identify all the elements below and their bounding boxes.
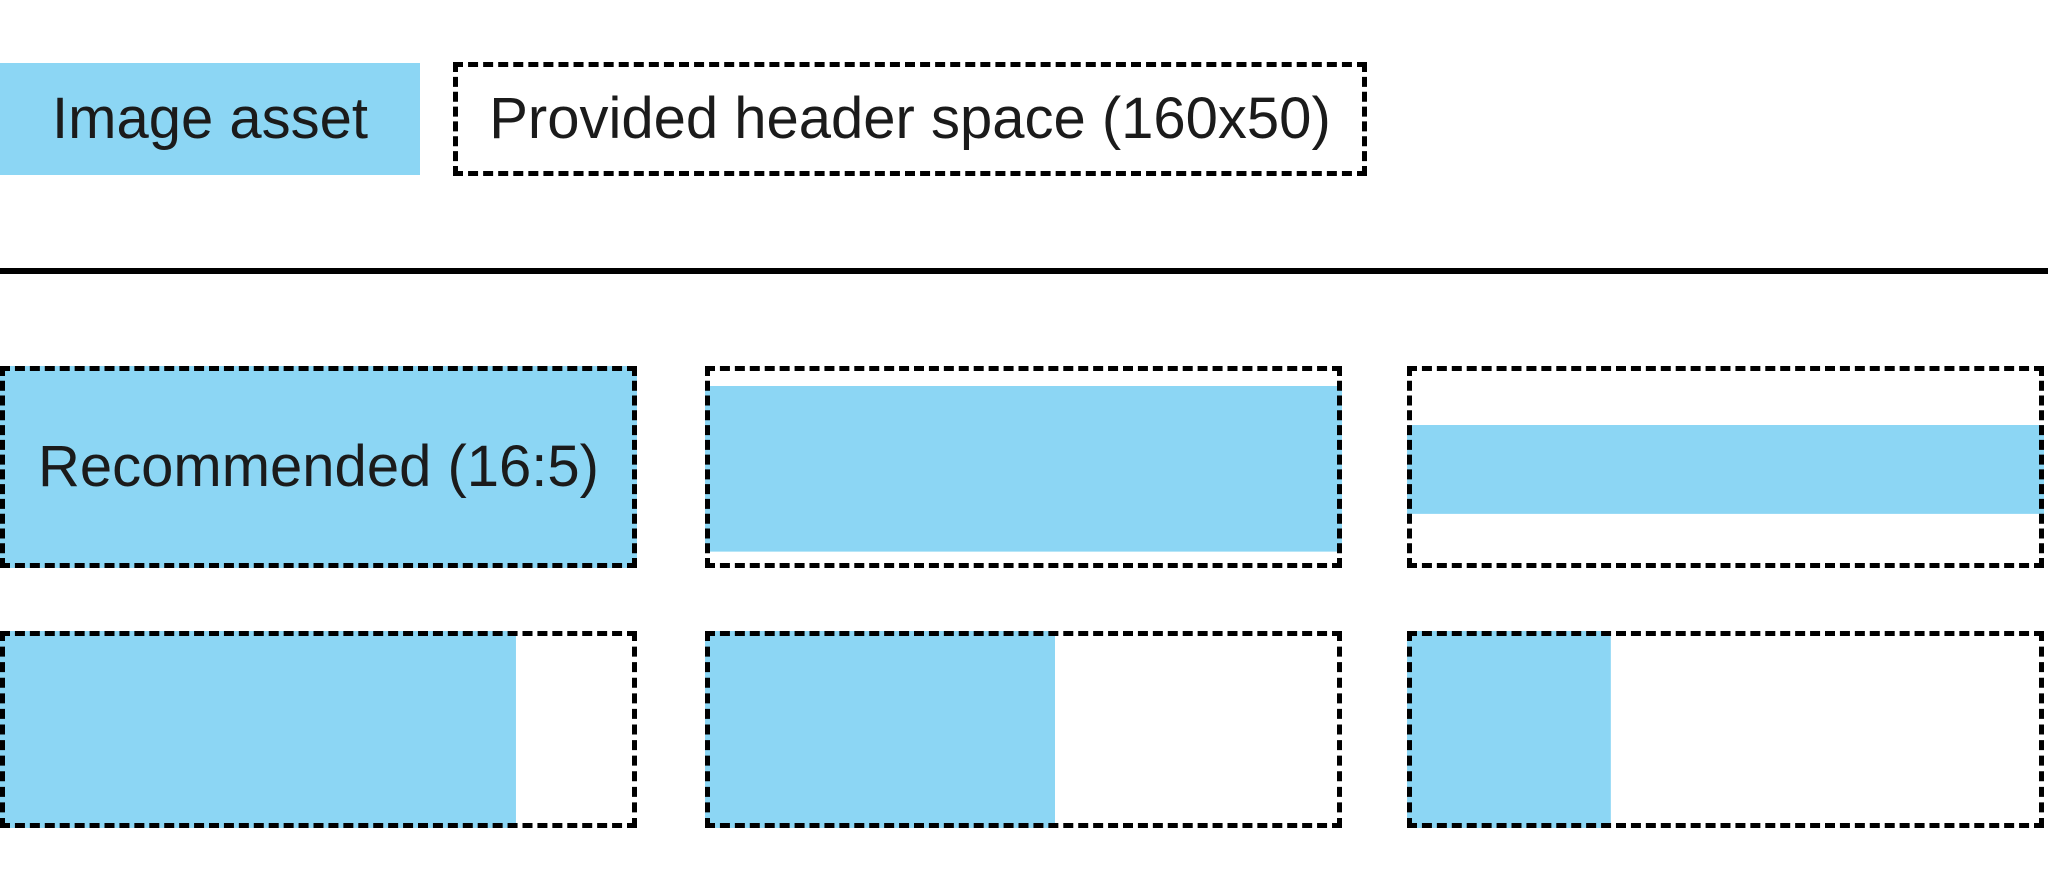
example-box-recommended-16x5: Recommended (16:5) bbox=[0, 366, 637, 568]
example-box-strip-fill bbox=[1407, 366, 2044, 568]
example-box-shorter-fill bbox=[705, 366, 1342, 568]
legend-image-asset-label: Image asset bbox=[52, 86, 368, 151]
example-box-narrow-fill-32 bbox=[1407, 631, 2044, 828]
legend-image-asset-swatch: Image asset bbox=[0, 63, 420, 175]
example-box-narrow-fill-55 bbox=[705, 631, 1342, 828]
legend-header-space-label: Provided header space (160x50) bbox=[489, 86, 1331, 151]
recommended-label: Recommended (16:5) bbox=[38, 434, 599, 499]
legend-header-space-box: Provided header space (160x50) bbox=[453, 62, 1367, 176]
divider-line bbox=[0, 268, 2048, 274]
example-box-narrow-fill-81 bbox=[0, 631, 637, 828]
